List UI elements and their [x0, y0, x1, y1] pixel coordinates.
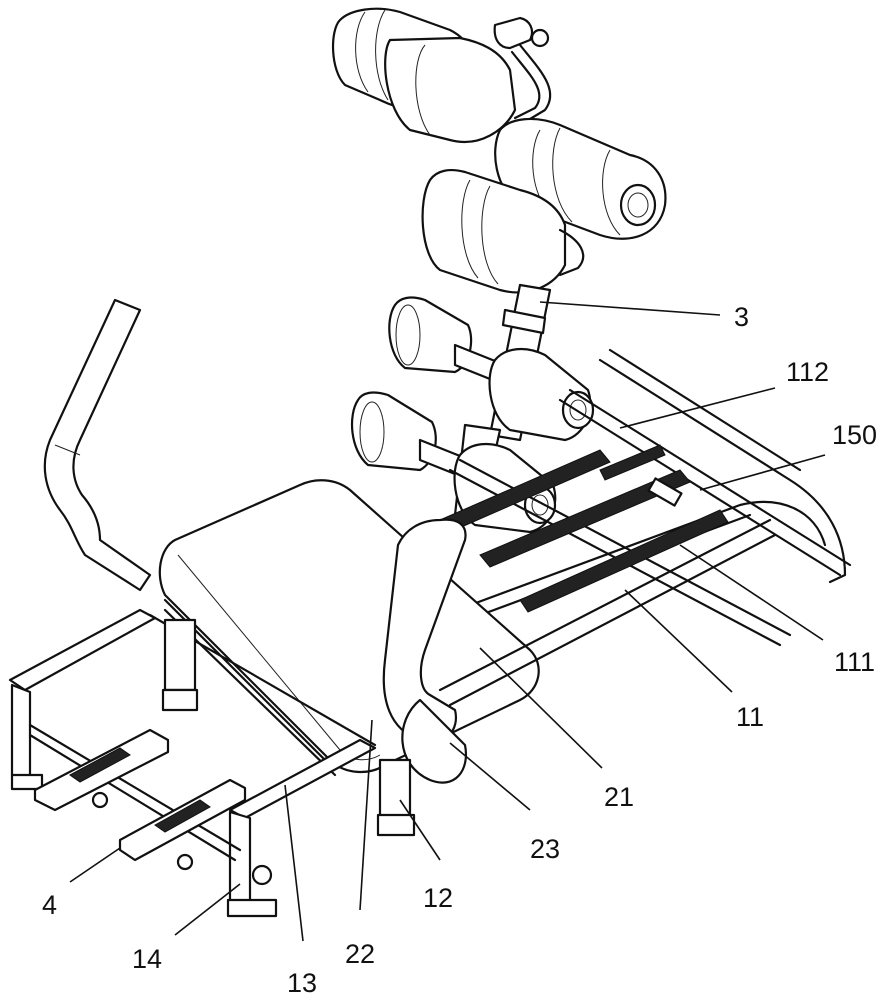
leader-4 — [69, 847, 121, 883]
leader-22 — [359, 719, 373, 911]
spring — [599, 444, 666, 481]
left-handle — [43, 298, 152, 592]
leg-roller-assembly — [351, 296, 595, 534]
callout-12: 12 — [423, 883, 453, 913]
cross-bar — [8, 608, 157, 692]
leader-21 — [479, 647, 603, 769]
roller-pad — [421, 169, 567, 294]
rear-leg — [378, 758, 412, 822]
callout-23: 23 — [530, 834, 560, 864]
leader-150 — [699, 454, 826, 491]
callout-14: 14 — [132, 944, 162, 974]
leader-3 — [539, 301, 721, 316]
upper-roller-assembly — [331, 7, 667, 294]
base-frame — [428, 348, 852, 647]
callout-111: 111 — [834, 647, 875, 677]
leader-lines — [69, 301, 826, 942]
roller-pad — [384, 36, 517, 143]
leader-14 — [174, 883, 241, 936]
leader-12 — [399, 799, 441, 861]
callout-150: 150 — [832, 420, 877, 450]
support-arm — [382, 518, 777, 784]
leader-13 — [284, 784, 304, 942]
callout-13: 13 — [287, 968, 317, 998]
callout-112: 112 — [786, 357, 829, 387]
leader-111 — [679, 544, 824, 641]
callout-11: 11 — [736, 702, 764, 732]
spring — [519, 509, 729, 613]
callout-3: 3 — [734, 302, 749, 332]
leader-11 — [624, 589, 733, 693]
strap-clip — [493, 16, 534, 50]
callout-labels: 3 112 150 111 11 21 23 12 22 13 14 4 — [42, 302, 877, 998]
callout-4: 4 — [42, 890, 57, 920]
leader-112 — [619, 387, 776, 429]
callout-21: 21 — [604, 782, 634, 812]
foot-pedals — [33, 728, 247, 871]
spring — [479, 469, 691, 568]
cross-bar — [228, 738, 377, 820]
leader-23 — [449, 742, 531, 811]
callout-22: 22 — [345, 939, 375, 969]
